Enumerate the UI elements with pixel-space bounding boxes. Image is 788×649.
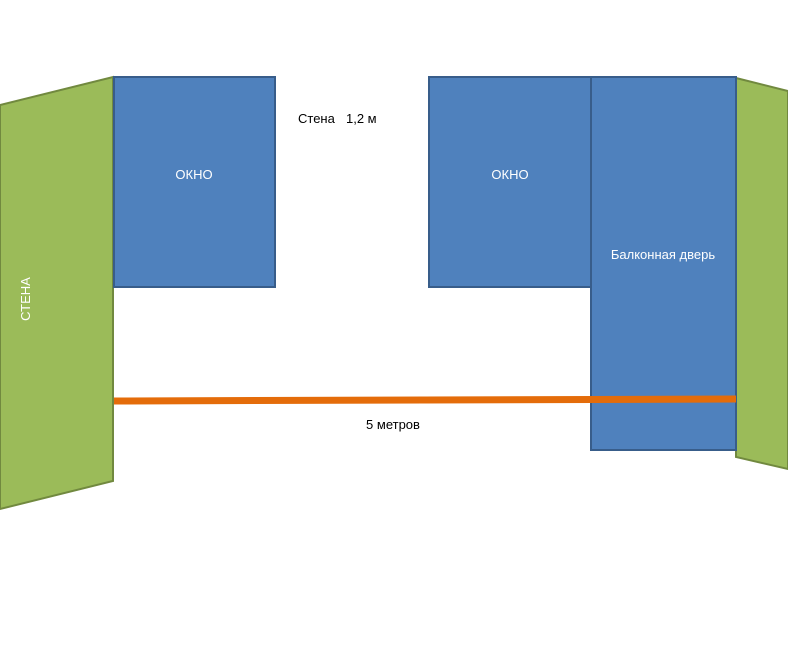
window-right-shape bbox=[428, 76, 592, 288]
length-measure-line bbox=[113, 395, 737, 405]
balcony-door-label: Балконная дверь bbox=[611, 247, 715, 262]
window-left-label: ОКНО bbox=[175, 167, 212, 182]
right-wall-shape bbox=[735, 76, 788, 471]
wall-width-value: 1,2 м bbox=[346, 111, 377, 126]
balcony-door-shape bbox=[590, 76, 737, 451]
window-left-shape bbox=[113, 76, 276, 288]
left-wall-shape bbox=[0, 75, 114, 511]
window-right-label: ОКНО bbox=[491, 167, 528, 182]
length-label: 5 метров bbox=[366, 417, 420, 432]
left-wall-label: СТЕНА bbox=[18, 277, 33, 321]
wall-width-word: Стена bbox=[298, 111, 336, 126]
